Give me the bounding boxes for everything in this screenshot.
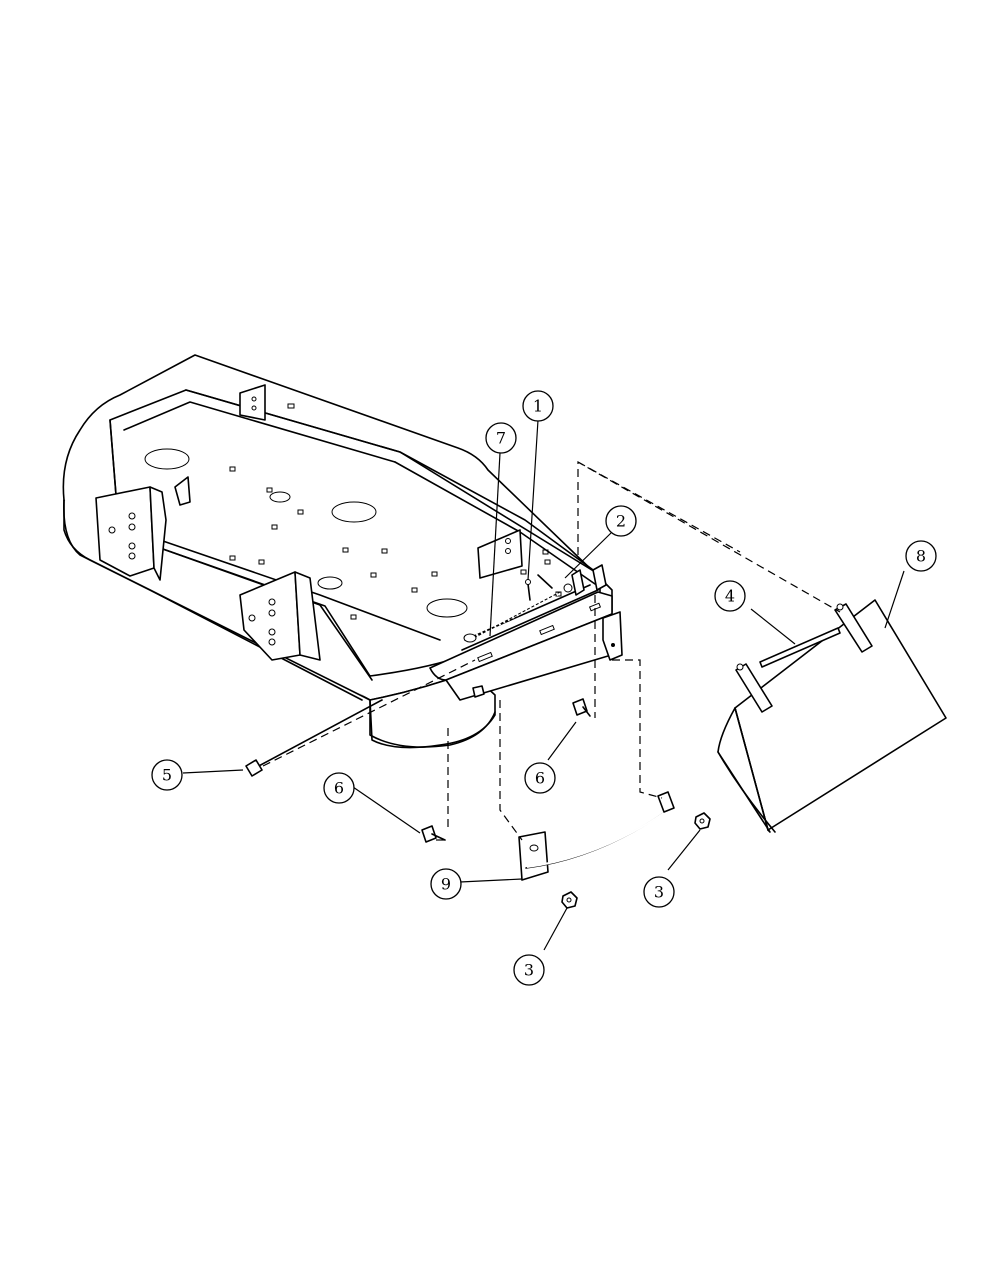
torsion-spring (463, 591, 561, 643)
callout-8: 8 (905, 540, 937, 572)
svg-text:8: 8 (916, 547, 926, 566)
deflector-rod (518, 791, 675, 881)
svg-text:6: 6 (334, 779, 344, 798)
callout-9: 9 (430, 868, 462, 900)
callout-3-bottom: 3 (513, 954, 545, 986)
svg-text:3: 3 (654, 883, 664, 902)
svg-text:2: 2 (616, 512, 626, 531)
long-bolt (245, 699, 383, 777)
callout-6-right: 6 (524, 762, 556, 794)
callout-7: 7 (485, 422, 517, 454)
callout-2: 2 (605, 505, 637, 537)
callout-5: 5 (151, 759, 183, 791)
bolt-left (421, 825, 446, 843)
mower-deck (62, 354, 613, 749)
svg-text:7: 7 (496, 429, 506, 448)
hinge-washer (537, 574, 553, 589)
hex-nut-right (694, 812, 711, 830)
callout-1: 1 (522, 390, 554, 422)
svg-text:5: 5 (162, 766, 172, 785)
callout-3-right: 3 (643, 876, 675, 908)
callout-6-left: 6 (323, 772, 355, 804)
svg-text:4: 4 (725, 587, 735, 606)
svg-text:3: 3 (524, 961, 534, 980)
chute-hinge-bracket (429, 564, 623, 701)
svg-text:1: 1 (533, 397, 543, 416)
callout-4: 4 (714, 580, 746, 612)
bolt-right (572, 698, 591, 717)
svg-text:6: 6 (535, 769, 545, 788)
svg-text:9: 9 (441, 875, 451, 894)
alignment-lines (262, 460, 841, 841)
chute-hinge-rod (759, 627, 841, 668)
small-bracket-bolt (472, 685, 485, 698)
leader-lines (182, 419, 905, 951)
discharge-chute (717, 599, 947, 833)
hex-nut-lower (561, 891, 578, 909)
